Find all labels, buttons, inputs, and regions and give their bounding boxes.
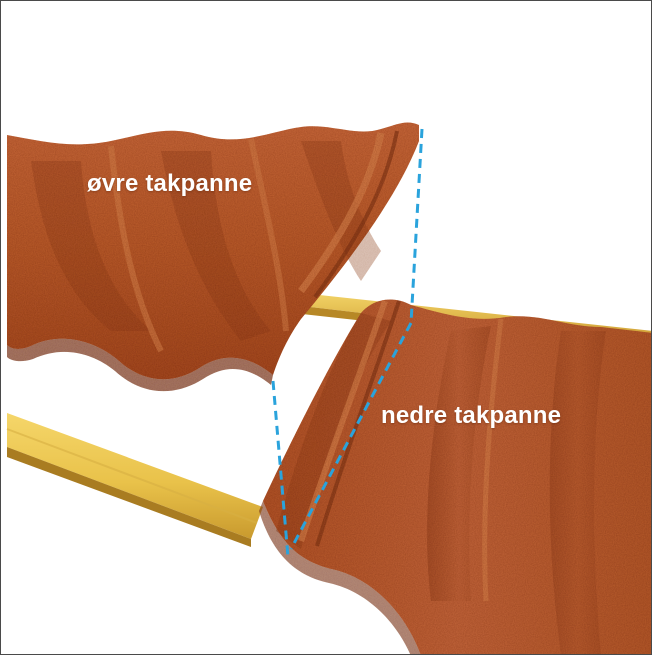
- guide-line-right-vertical: [411, 129, 422, 323]
- upper-tile-label: øvre takpanne: [87, 170, 252, 198]
- lower-tile-label: nedre takpanne: [381, 402, 561, 430]
- lower-tile: [259, 299, 652, 655]
- lower-batten: [7, 413, 263, 547]
